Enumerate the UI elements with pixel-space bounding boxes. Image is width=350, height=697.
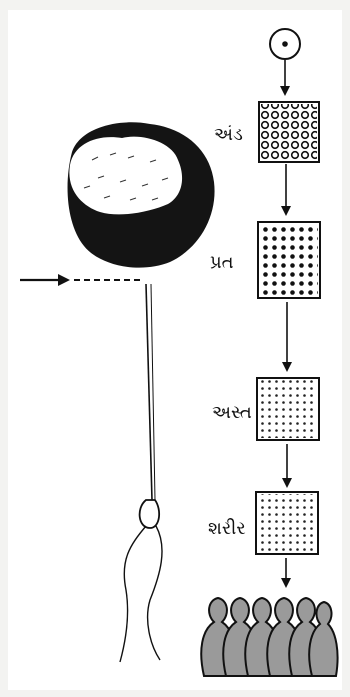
stage-2-box [258, 222, 320, 298]
stage-4-label: શરીર [208, 518, 246, 539]
cell-mass [68, 122, 215, 267]
sperm-strand [120, 284, 162, 662]
stage-4-box [256, 492, 318, 554]
stage-3-box [257, 378, 319, 440]
stage-2-label: પ્રત [210, 252, 234, 273]
sperm-tail-right [148, 526, 162, 660]
flow-arrow-1 [281, 164, 291, 216]
flow-arrow-2 [282, 302, 292, 372]
pointer-arrow [20, 274, 140, 286]
sperm-head [140, 500, 160, 528]
stage-1-label: અંડ [214, 124, 243, 145]
flow-arrow-0 [280, 60, 290, 96]
human-figures [201, 598, 337, 676]
cell-mass-light [69, 137, 182, 215]
stage-0-circle [270, 29, 300, 59]
stage-3-label: અસ્ત [212, 402, 252, 423]
flow-arrow-4 [281, 558, 291, 588]
stage-1-box [259, 102, 319, 162]
flow-arrow-3 [282, 444, 292, 488]
sperm-tail-left [120, 526, 146, 662]
